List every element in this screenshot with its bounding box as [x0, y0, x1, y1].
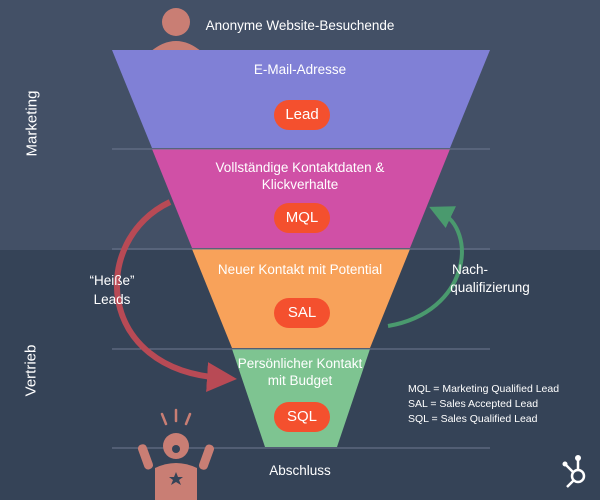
hot-leads-label-line2: Leads — [93, 292, 131, 307]
stage-sql-badge: SQL — [274, 402, 330, 432]
requalify-arrow — [387, 206, 464, 328]
stage-sql-band — [232, 349, 370, 447]
stage-sal-title: Neuer Kontakt mit Potential — [217, 262, 383, 277]
stage-mql-badge: MQL — [274, 203, 330, 233]
stage-mql-band — [152, 149, 450, 248]
legend-item-mql: MQL = Marketing Qualified Lead — [408, 383, 560, 395]
top-label: Anonyme Website-Besuchende — [205, 18, 395, 33]
section-vertrieb-label: Vertrieb — [22, 344, 40, 397]
stage-sql-title-line2: mit Budget — [267, 373, 333, 388]
legend-item-sql: SQL = Sales Qualified Lead — [408, 413, 538, 425]
hot-leads-label-line1: “Heiße” — [89, 273, 135, 288]
hot-leads-arrow — [113, 199, 237, 393]
section-marketing-label: Marketing — [23, 90, 41, 157]
bottom-label: Abschluss — [269, 463, 331, 478]
stage-lead-badge: Lead — [274, 100, 330, 130]
requalify-label-line2: qualifizierung — [450, 280, 530, 295]
stage-sal-badge: SAL — [274, 298, 330, 328]
stage-mql-title-line1: Vollständige Kontaktdaten & — [215, 160, 385, 175]
stage-lead-band — [112, 50, 490, 148]
requalify-label-line1: Nach- — [451, 262, 488, 277]
legend-item-sal: SAL = Sales Accepted Lead — [408, 398, 539, 410]
stage-mql-title-line2: Klickverhalte — [261, 177, 339, 192]
stage-sql-title-line1: Persönlicher Kontakt — [237, 356, 363, 371]
abbreviation-legend: MQL = Marketing Qualified Lead SAL = Sal… — [408, 382, 559, 427]
stage-lead-title: E-Mail-Adresse — [253, 62, 347, 77]
